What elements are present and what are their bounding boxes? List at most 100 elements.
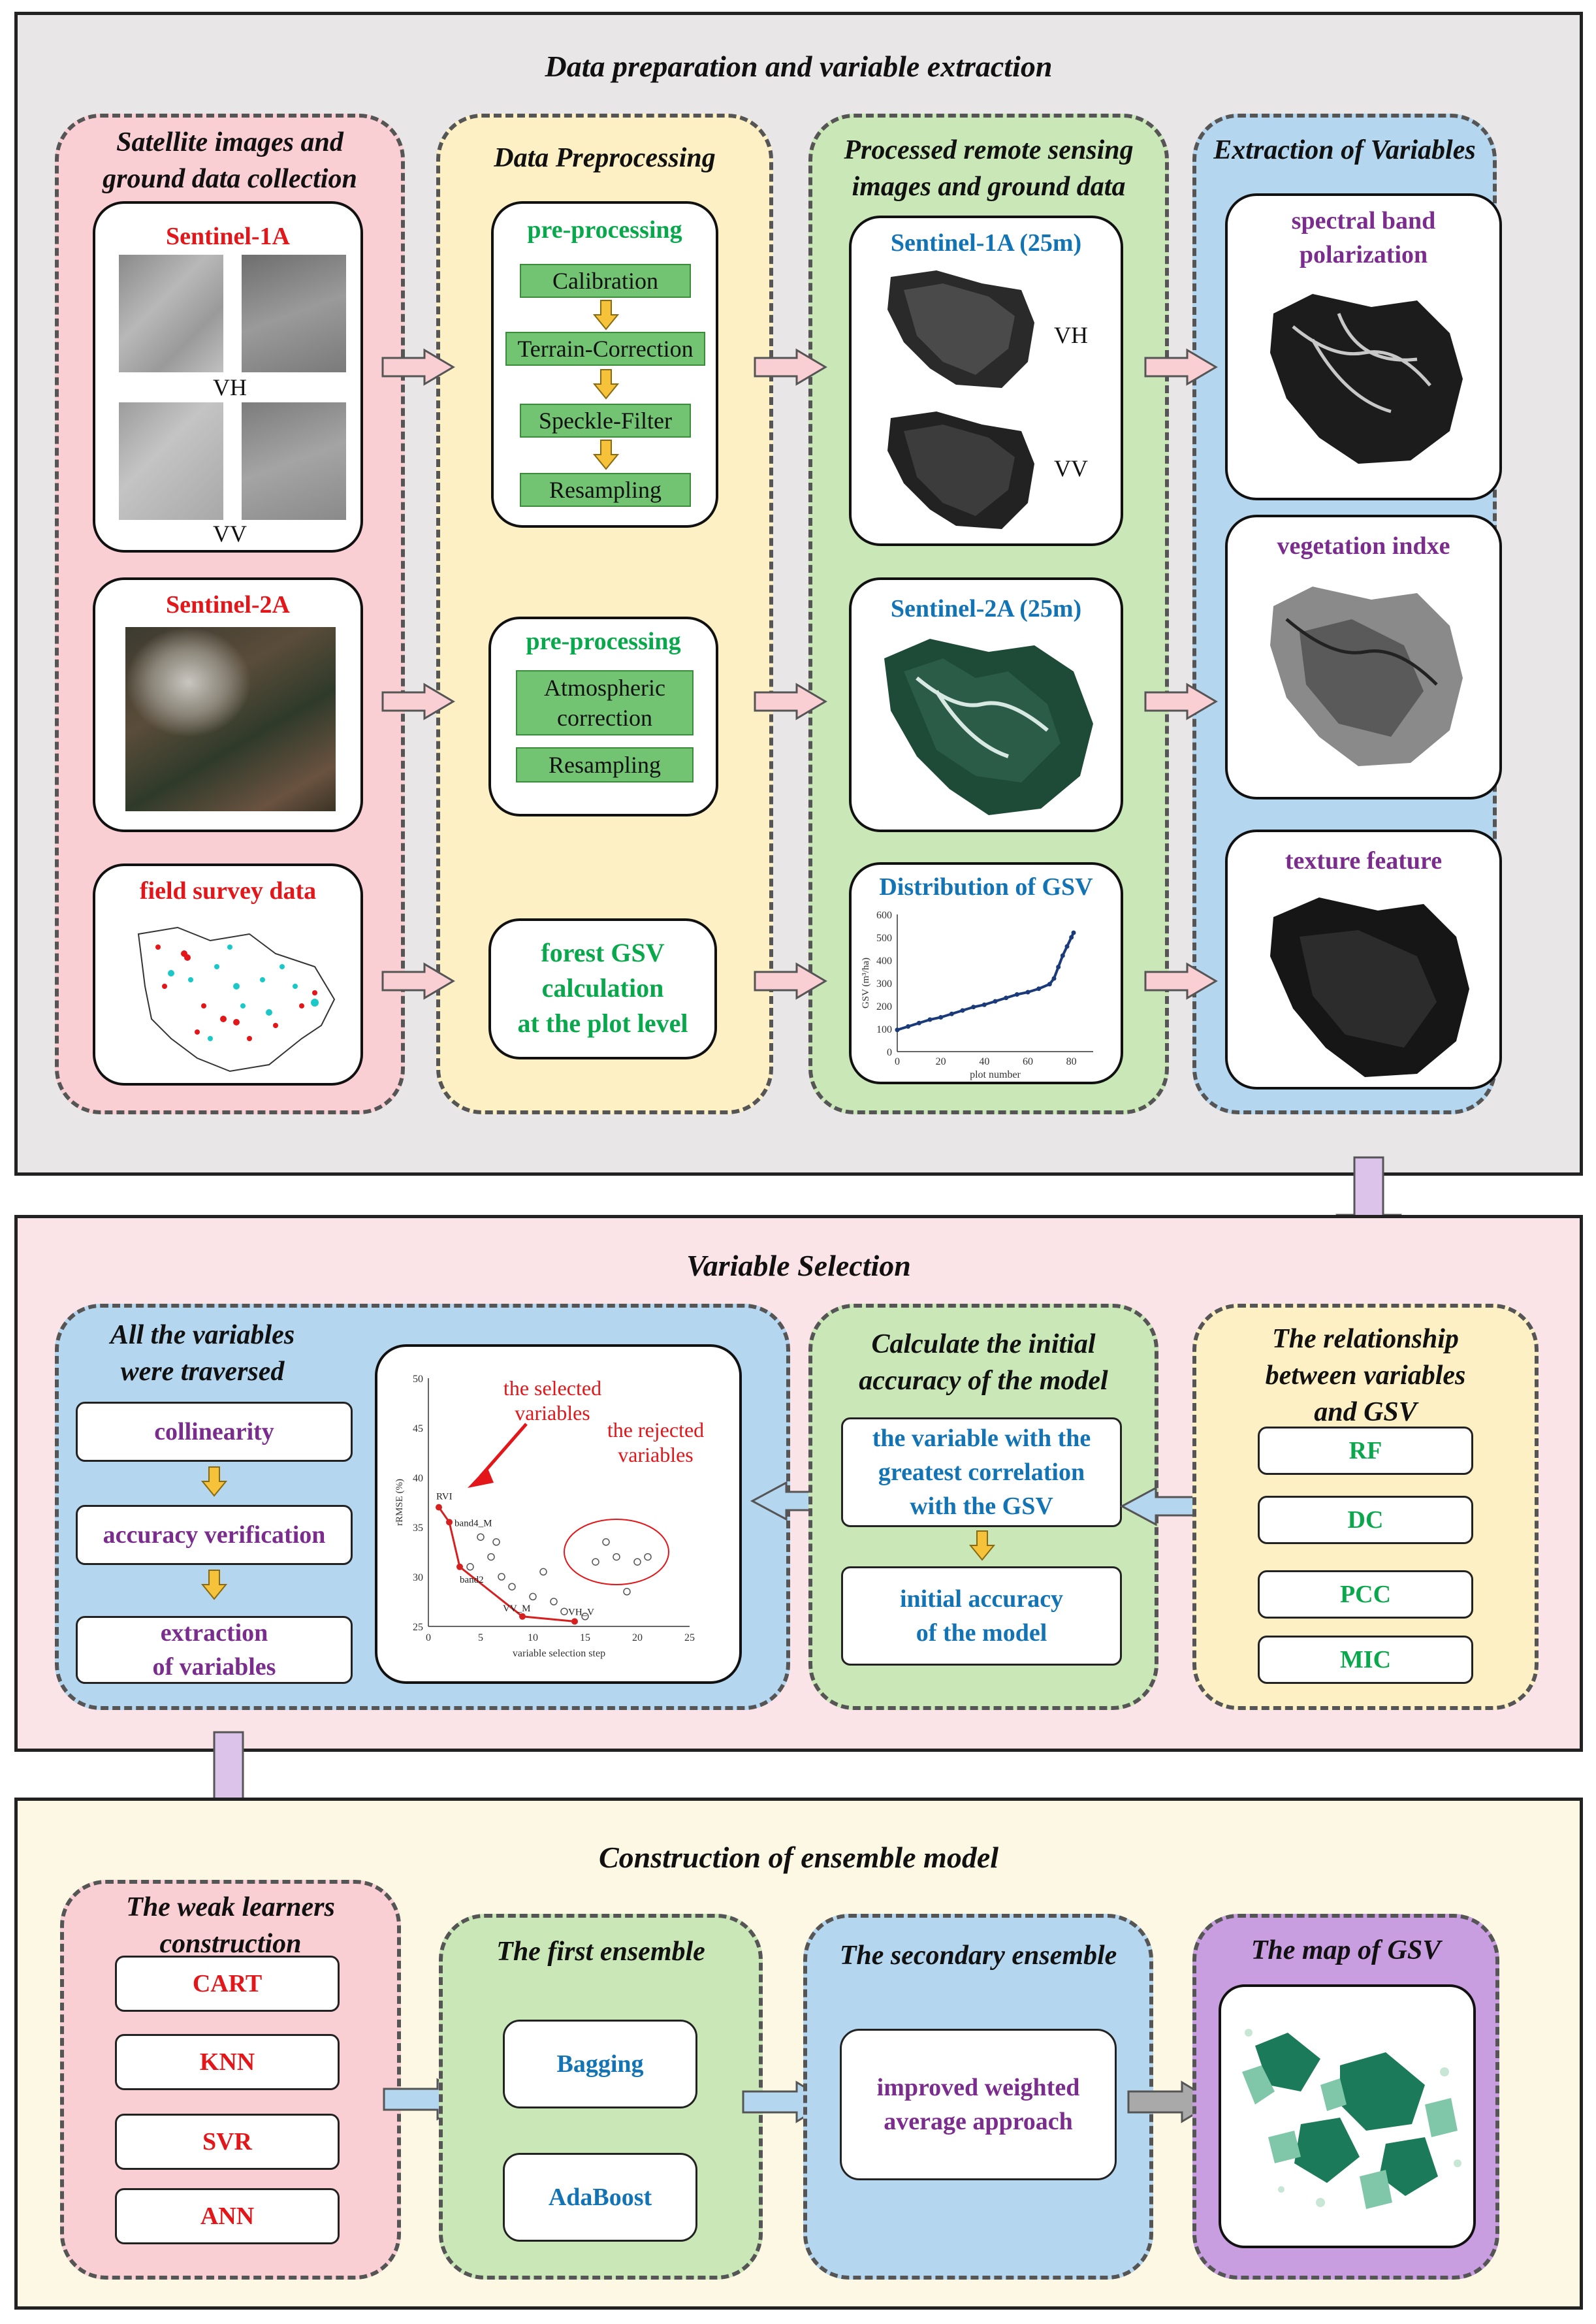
data-point xyxy=(1025,990,1030,995)
rejected-annotation: the rejected xyxy=(607,1418,704,1442)
sentinel2-image xyxy=(125,627,336,811)
x-tick-label: 25 xyxy=(684,1632,695,1643)
field-survey-map xyxy=(137,926,336,1073)
data-point xyxy=(971,1005,976,1010)
point-label: VH_V xyxy=(568,1607,594,1617)
column-title: Satellite images and ground data collect… xyxy=(103,127,357,194)
data-point xyxy=(1071,930,1076,935)
calibration-step: Calibration xyxy=(520,264,691,298)
vegetation-index-panel: vegetation indxe xyxy=(1225,515,1502,799)
vh-label: VH xyxy=(1054,322,1088,348)
data-point xyxy=(1051,976,1057,981)
point-label: band2 xyxy=(460,1575,484,1585)
section-title: Construction of ensemble model xyxy=(598,1841,999,1874)
data-point xyxy=(1056,965,1061,969)
selected-annotation: variables xyxy=(515,1401,590,1425)
data-point xyxy=(1060,953,1065,958)
data-point xyxy=(949,1011,954,1016)
down-arrow-icon xyxy=(200,1570,228,1600)
x-tick-label: 10 xyxy=(528,1632,538,1643)
field-survey-panel: field survey data xyxy=(93,863,363,1086)
data-point xyxy=(1069,935,1074,940)
rejected-annotation: variables xyxy=(618,1443,694,1466)
texture-feature-panel: texture feature xyxy=(1225,830,1502,1089)
data-point xyxy=(960,1008,965,1013)
spectral-band-panel: spectral band polarization xyxy=(1225,193,1502,500)
y-tick-label: 35 xyxy=(413,1523,423,1534)
vv-image-2 xyxy=(242,402,346,520)
column-title: Calculate the initial accuracy of the mo… xyxy=(859,1329,1108,1396)
cart-box: CART xyxy=(115,1956,340,2012)
knn-box: KNN xyxy=(115,2034,340,2090)
rejected-point xyxy=(623,1588,631,1596)
gsv-map-image xyxy=(1242,2029,1461,2209)
ann-box: ANN xyxy=(115,2188,340,2244)
rejected-point xyxy=(508,1583,516,1590)
speckle-filter-step: Speckle-Filter xyxy=(520,404,691,438)
panel-title: field survey data xyxy=(139,877,317,905)
data-point xyxy=(895,1027,900,1033)
gsv-calculation-panel: forest GSV calculation at the plot level xyxy=(488,918,717,1059)
rejected-point xyxy=(466,1563,474,1571)
rejected-point xyxy=(581,1613,589,1621)
y-tick-label: 100 xyxy=(876,1024,892,1035)
panel-text: forest GSV calculation at the plot level xyxy=(517,938,688,1038)
y-tick-label: 500 xyxy=(876,933,892,944)
y-tick-label: 25 xyxy=(413,1622,423,1633)
svr-box: SVR xyxy=(115,2114,340,2170)
gsv-series-line xyxy=(897,932,1075,1031)
down-arrow-icon xyxy=(592,369,620,400)
panel-title: spectral band polarization xyxy=(1291,207,1436,268)
rejected-point xyxy=(487,1553,495,1561)
x-tick-label: 0 xyxy=(426,1632,431,1643)
sentinel2a-processed-panel: Sentinel-2A (25m) xyxy=(849,577,1123,832)
data-point xyxy=(1047,982,1052,987)
greatest-correlation-box: the variable with the greatest correlati… xyxy=(841,1417,1122,1527)
y-tick-label: 600 xyxy=(876,910,892,921)
vh-processed-image xyxy=(887,270,1034,388)
mic-box: MIC xyxy=(1258,1636,1473,1684)
panel-title: Sentinel-1A xyxy=(166,223,290,250)
panel-title: Distribution of GSV xyxy=(879,873,1093,901)
terrain-correction-step: Terrain-Correction xyxy=(505,332,705,366)
vh-image-1 xyxy=(119,255,223,372)
x-tick-label: 80 xyxy=(1066,1056,1077,1067)
sentinel2-processed-image xyxy=(884,639,1093,815)
rejected-point xyxy=(592,1558,599,1566)
column-title: The weak learners construction xyxy=(126,1892,335,1959)
down-arrow-icon xyxy=(592,440,620,470)
right-arrow-icon xyxy=(1144,683,1218,720)
y-axis-label: GSV (m³/ha) xyxy=(861,958,871,1009)
atmospheric-correction-step: Atmospheric correction xyxy=(516,670,694,735)
y-axis-label: rRMSE (%) xyxy=(394,1479,405,1526)
y-tick-label: 45 xyxy=(413,1423,423,1434)
right-arrow-icon xyxy=(1144,348,1218,386)
vv-image-1 xyxy=(119,402,223,520)
x-tick-label: 20 xyxy=(632,1632,643,1643)
data-point xyxy=(927,1017,933,1022)
section-title: Variable Selection xyxy=(686,1249,911,1282)
rejected-ellipse xyxy=(564,1519,669,1585)
right-arrow-icon xyxy=(381,683,455,720)
y-tick-label: 300 xyxy=(876,978,892,990)
panel-title: vegetation indxe xyxy=(1277,532,1450,560)
collinearity-box: collinearity xyxy=(76,1402,353,1462)
right-arrow-icon xyxy=(754,348,827,386)
vv-processed-image xyxy=(887,412,1034,529)
optical-preprocessing-panel: pre-processing Atmospheric correction Re… xyxy=(488,617,718,816)
data-point xyxy=(982,1002,987,1007)
improved-weighted-average-box: improved weighted average approach xyxy=(840,2029,1117,2180)
texture-feature-image xyxy=(1270,897,1469,1077)
selected-point xyxy=(446,1519,453,1526)
selected-point xyxy=(436,1504,442,1511)
panel-title: Sentinel-2A xyxy=(166,591,290,619)
y-tick-label: 40 xyxy=(413,1473,423,1484)
point-label: RVI xyxy=(436,1492,453,1502)
point-label: band4_M xyxy=(455,1518,492,1528)
down-arrow-icon xyxy=(592,300,620,331)
down-arrow-icon xyxy=(968,1530,996,1561)
